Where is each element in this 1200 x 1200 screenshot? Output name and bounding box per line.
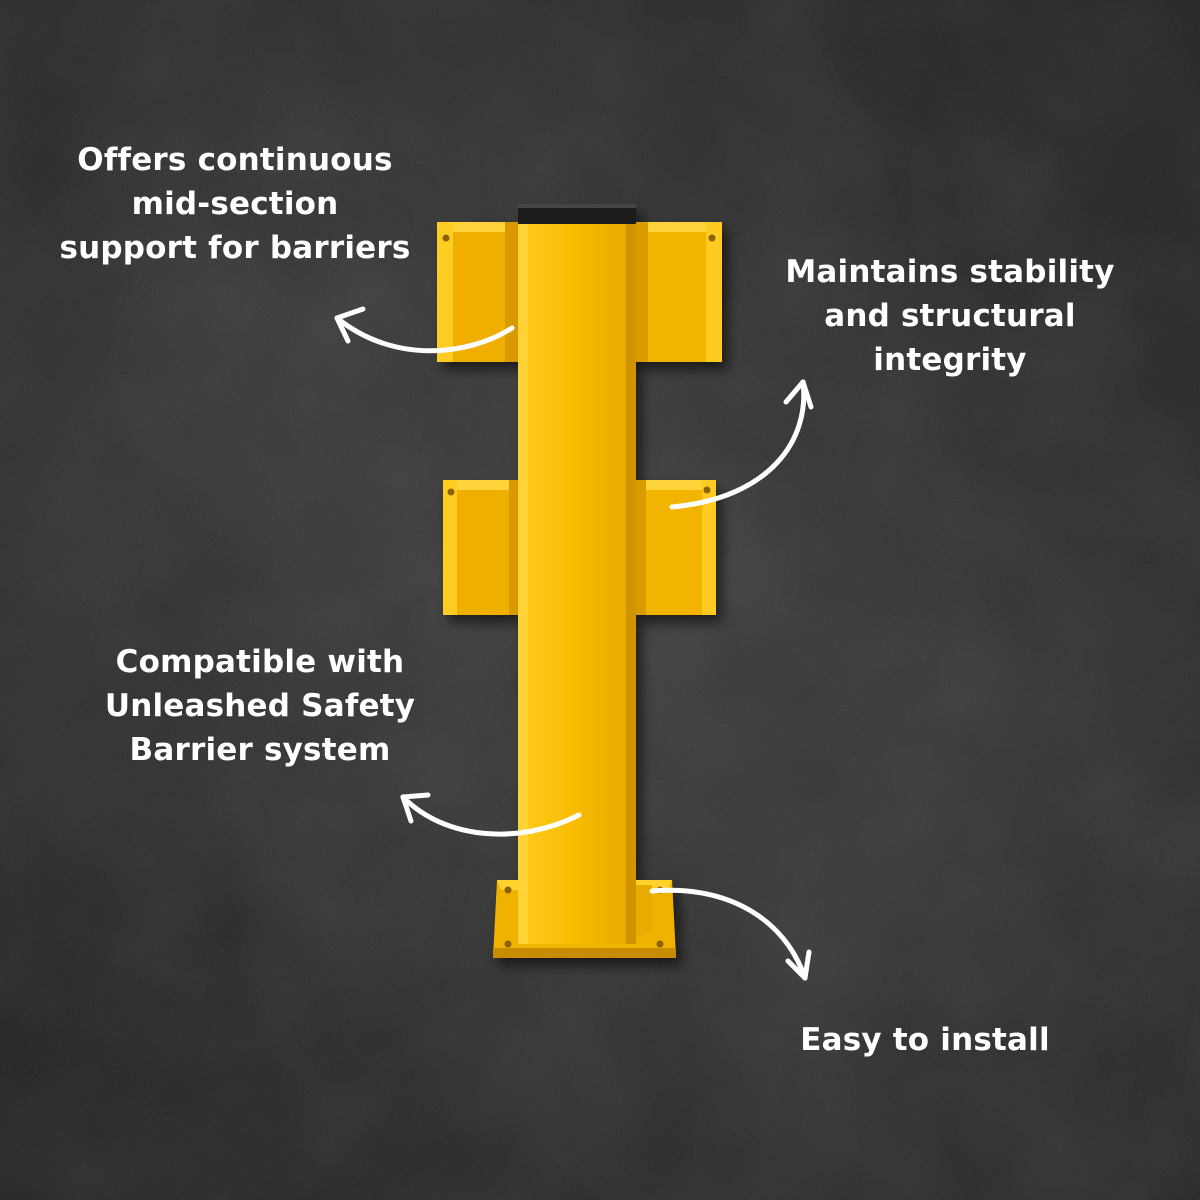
callout-compatibility: Compatible with Unleashed Safety Barrier… — [104, 644, 416, 768]
curved-arrow-icon — [669, 379, 814, 510]
curved-arrow-icon — [400, 792, 582, 837]
callout-easy-install: Easy to install — [800, 1022, 1050, 1058]
middle-left-bracket — [443, 480, 523, 615]
callout-stability: Maintains stability and structural integ… — [785, 254, 1115, 378]
callout-mid-section-support: Offers continuous mid-section support fo… — [59, 142, 411, 266]
post-cap — [518, 204, 636, 224]
top-left-bracket — [437, 222, 521, 362]
post-column — [518, 222, 636, 944]
curved-arrow-icon — [649, 887, 812, 981]
curved-arrow-icon — [334, 306, 515, 354]
